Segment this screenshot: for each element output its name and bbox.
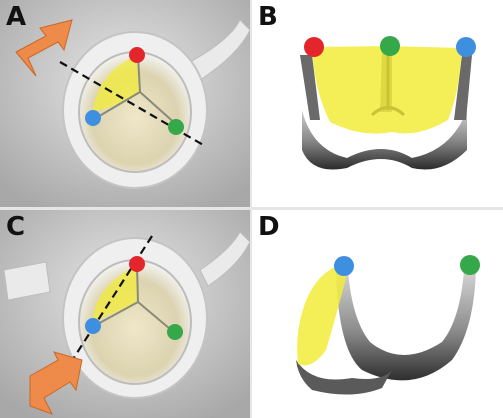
blue-marker xyxy=(334,256,354,276)
panel-label-a: A xyxy=(6,2,27,32)
tube xyxy=(199,231,250,287)
panel-b-render xyxy=(300,36,476,170)
panel-a: A xyxy=(0,0,250,207)
panel-d-render xyxy=(296,255,480,395)
red-marker xyxy=(129,256,145,272)
post-left xyxy=(300,55,320,120)
panel-label-c: C xyxy=(6,212,26,242)
red-marker xyxy=(304,37,324,57)
panel-label-d: D xyxy=(258,212,280,242)
green-marker xyxy=(168,119,184,135)
tube xyxy=(189,19,250,81)
panel-c-photo xyxy=(0,210,250,418)
leaflet-fold xyxy=(370,48,406,117)
arrow-icon xyxy=(15,19,73,77)
panel-a-photo xyxy=(0,0,250,207)
panel-b: B xyxy=(252,0,503,207)
divider-horizontal xyxy=(0,207,503,210)
blue-marker xyxy=(85,110,101,126)
panel-c: C xyxy=(0,210,250,418)
blue-marker xyxy=(85,318,101,334)
dashed-axis xyxy=(59,61,206,147)
blue-marker xyxy=(456,37,476,57)
valve-base xyxy=(296,360,392,395)
panel-d: D xyxy=(252,210,503,418)
green-marker xyxy=(460,255,480,275)
red-marker xyxy=(129,47,145,63)
valve-base xyxy=(302,110,467,170)
post-right xyxy=(454,55,472,120)
green-marker xyxy=(167,324,183,340)
leaflet-highlight xyxy=(297,266,348,366)
green-marker xyxy=(380,36,400,56)
panel-label-b: B xyxy=(258,2,278,32)
valve-body xyxy=(336,270,476,381)
arrow-icon xyxy=(29,351,83,415)
tube-left xyxy=(3,261,51,301)
